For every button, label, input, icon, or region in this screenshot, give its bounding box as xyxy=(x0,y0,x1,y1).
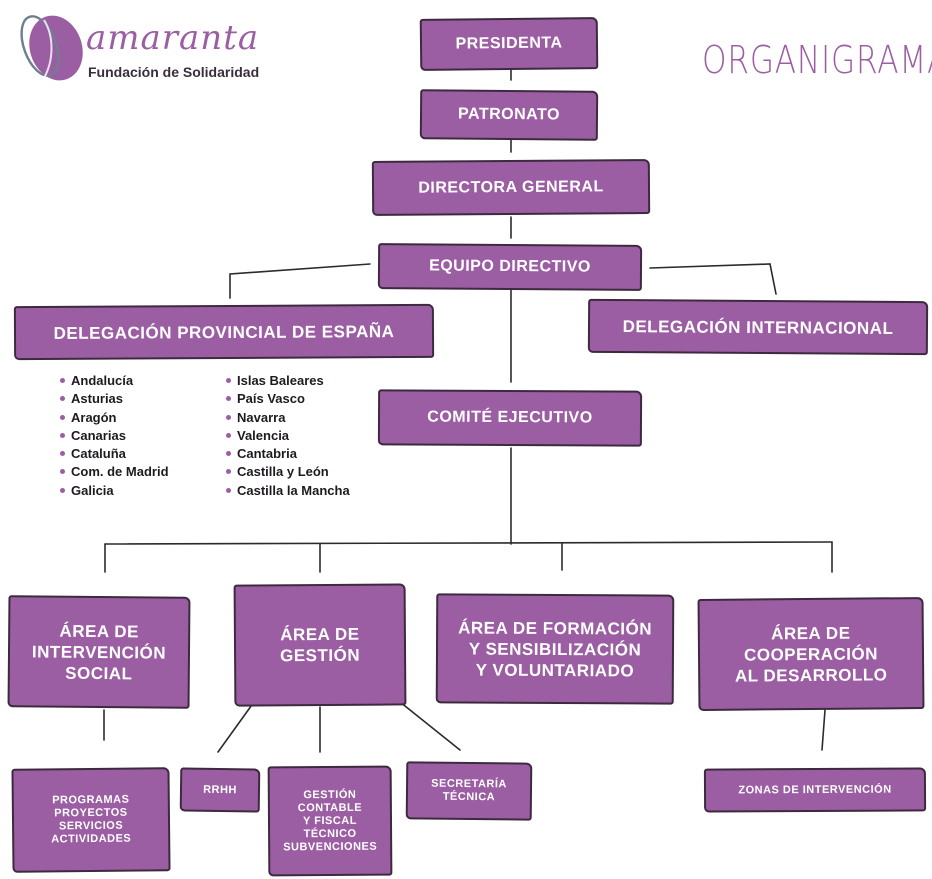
node-area-intervencion-social: ÁREA DE INTERVENCIÓN SOCIAL xyxy=(7,595,191,709)
leaf-line: TÉCNICO xyxy=(303,827,357,840)
region-item: Asturias xyxy=(60,390,169,408)
page-title: ORGANIGRAMA xyxy=(702,38,932,82)
node-comite-ejecutivo: COMITÉ EJECUTIVO xyxy=(377,389,643,447)
node-patronato-label: PATRONATO xyxy=(457,105,561,124)
logo-subtitle: Fundación de Solidaridad xyxy=(88,64,260,80)
area-line: INTERVENCIÓN xyxy=(31,641,167,663)
node-delegacion-provincial: DELEGACIÓN PROVINCIAL DE ESPAÑA xyxy=(13,303,435,361)
leaf-line: GESTIÓN xyxy=(303,788,357,801)
regions-list-col2: Islas Baleares País Vasco Navarra Valenc… xyxy=(226,372,350,500)
area-line: ÁREA DE xyxy=(59,621,139,641)
region-item: Navarra xyxy=(226,409,350,427)
node-presidenta: PRESIDENTA xyxy=(419,17,599,71)
node-programas: PROGRAMAS PROYECTOS SERVICIOS ACTIVIDADE… xyxy=(11,767,171,873)
region-item: Islas Baleares xyxy=(226,372,350,390)
leaf-line: TÉCNICA xyxy=(442,790,496,804)
node-equipo-directivo: EQUIPO DIRECTIVO xyxy=(377,243,643,291)
region-item: Cantabria xyxy=(226,445,350,463)
regions-list-col1: Andalucía Asturias Aragón Canarias Catal… xyxy=(60,372,169,500)
node-patronato: PATRONATO xyxy=(419,89,599,141)
node-delegacion-internacional-label: DELEGACIÓN INTERNACIONAL xyxy=(622,316,894,338)
node-delegacion-provincial-label: DELEGACIÓN PROVINCIAL DE ESPAÑA xyxy=(53,321,395,343)
leaf-line: Y FISCAL xyxy=(302,814,357,827)
region-item: Cataluña xyxy=(60,445,169,463)
node-rrhh-label: RRHH xyxy=(203,783,237,796)
leaf-line: ACTIVIDADES xyxy=(51,832,132,846)
area-line: ÁREA DE xyxy=(771,623,851,643)
area-line: COOPERACIÓN xyxy=(743,643,879,665)
node-zonas-intervencion-label: ZONAS DE INTERVENCIÓN xyxy=(738,783,892,796)
line-equipo-internacional xyxy=(649,263,777,295)
region-item: Andalucía xyxy=(60,372,169,390)
node-area-cooperacion: ÁREA DE COOPERACIÓN AL DESARROLLO xyxy=(697,597,925,711)
leaf-line: PROGRAMAS xyxy=(52,793,130,807)
leaf-line: SUBVENCIONES xyxy=(283,840,378,853)
region-item: Aragón xyxy=(60,409,169,427)
line-equipo-provincial xyxy=(229,263,371,299)
leaf-line: CONTABLE xyxy=(297,801,363,814)
leaf-line: PROYECTOS xyxy=(54,806,128,820)
line-gestion-rrhh xyxy=(217,701,255,753)
area-line: AL DESARROLLO xyxy=(734,664,888,686)
node-directora-general: DIRECTORA GENERAL xyxy=(371,159,651,216)
node-delegacion-internacional: DELEGACIÓN INTERNACIONAL xyxy=(587,298,929,356)
leaf-line: SERVICIOS xyxy=(58,819,124,833)
area-line: Y SENSIBILIZACIÓN xyxy=(468,639,642,659)
region-item: País Vasco xyxy=(226,390,350,408)
node-secretaria-tecnica: SECRETARÍA TÉCNICA xyxy=(405,761,533,821)
node-equipo-directivo-label: EQUIPO DIRECTIVO xyxy=(429,257,591,276)
node-area-gestion: ÁREA DE GESTIÓN xyxy=(233,583,407,707)
line-area-bus xyxy=(104,541,833,545)
region-item: Valencia xyxy=(226,427,350,445)
logo-title: amaranta xyxy=(86,18,260,58)
line-cooperacion-zonas xyxy=(821,709,826,751)
node-zonas-intervencion: ZONAS DE INTERVENCIÓN xyxy=(703,767,927,813)
leaf-line: SECRETARÍA xyxy=(431,777,507,791)
region-item: Castilla y León xyxy=(226,463,350,481)
region-item: Canarias xyxy=(60,427,169,445)
amaranta-logo-icon xyxy=(20,15,83,81)
area-line: SOCIAL xyxy=(65,663,133,683)
node-comite-ejecutivo-label: COMITÉ EJECUTIVO xyxy=(427,408,593,427)
area-line: ÁREA DE xyxy=(280,624,360,645)
line-gestion-secretaria xyxy=(399,701,461,751)
region-item: Com. de Madrid xyxy=(60,463,169,481)
area-line: GESTIÓN xyxy=(279,645,361,666)
area-line: Y VOLUNTARIADO xyxy=(475,660,635,680)
node-directora-general-label: DIRECTORA GENERAL xyxy=(418,177,604,197)
region-item: Galicia xyxy=(60,482,169,500)
node-rrhh: RRHH xyxy=(179,767,261,813)
area-line: ÁREA DE FORMACIÓN xyxy=(458,617,653,639)
node-presidenta-label: PRESIDENTA xyxy=(455,34,563,53)
node-area-formacion: ÁREA DE FORMACIÓN Y SENSIBILIZACIÓN Y VO… xyxy=(435,593,675,705)
node-gestion-contable: GESTIÓN CONTABLE Y FISCAL TÉCNICO SUBVEN… xyxy=(267,765,393,877)
region-item: Castilla la Mancha xyxy=(226,482,350,500)
